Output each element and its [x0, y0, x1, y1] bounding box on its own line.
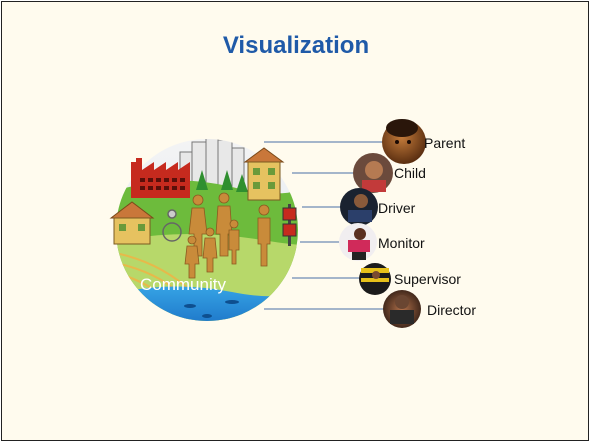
role-label-monitor: Monitor — [378, 235, 425, 251]
factory-icon — [131, 158, 190, 198]
role-label-parent: Parent — [424, 135, 466, 151]
avatar-supervisor — [359, 263, 391, 295]
avatar-parent — [382, 119, 426, 164]
signal-post-icon — [282, 204, 297, 246]
community-label: Community — [140, 275, 226, 294]
avatar-monitor — [339, 223, 377, 261]
avatar-director — [383, 290, 421, 328]
avatars — [339, 119, 426, 328]
role-label-director: Director — [427, 302, 477, 318]
role-label-supervisor: Supervisor — [394, 271, 461, 287]
avatar-child — [353, 153, 393, 193]
connector-lines — [264, 141, 388, 310]
community-illustration — [109, 139, 298, 321]
role-label-child: Child — [394, 165, 426, 181]
avatar-driver — [340, 188, 378, 226]
role-label-driver: Driver — [378, 200, 416, 216]
house-right-icon — [243, 147, 285, 201]
house-left-icon — [109, 201, 155, 245]
slide-title: Visualization — [222, 32, 370, 59]
